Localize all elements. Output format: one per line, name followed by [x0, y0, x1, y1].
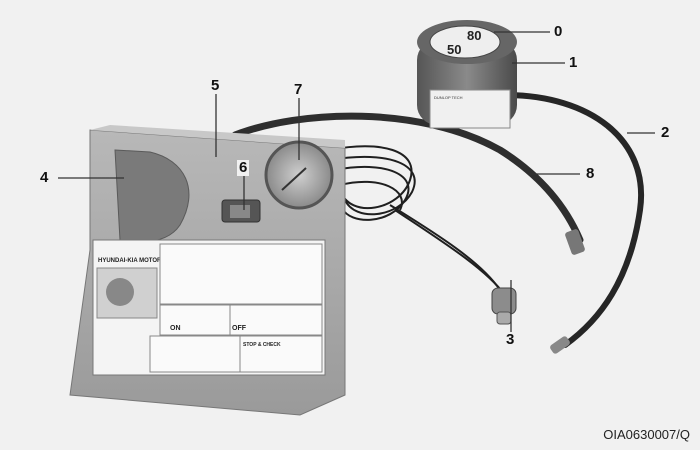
label-off-text: OFF — [232, 325, 247, 332]
callout-8: 8 — [584, 165, 597, 182]
callout-6: 6 — [237, 159, 250, 176]
air-hose — [231, 112, 584, 244]
sealant-bottle: 80 50 DUNLOP TECH — [417, 20, 517, 129]
air-hose-nozzle — [565, 229, 585, 255]
callout-1: 1 — [567, 54, 580, 71]
label-brand: HYUNDAI-KIA MOTORS — [98, 258, 165, 264]
callout-4: 4 — [38, 169, 51, 186]
callout-7: 7 — [292, 81, 305, 98]
sealant-bottle-cap — [429, 25, 501, 59]
power-cable-coil — [329, 145, 506, 296]
bottle-speed: 80 — [467, 28, 481, 43]
callout-2: 2 — [659, 124, 672, 141]
bottle-brand: DUNLOP TECH — [434, 95, 463, 100]
label-stop-text: STOP & CHECK — [243, 342, 281, 348]
label-on-text: ON — [170, 325, 181, 332]
filler-hose — [502, 92, 645, 348]
callout-0: 0 — [552, 23, 565, 40]
figure-code: OIA0630007/Q — [603, 427, 690, 442]
filler-hose-valve — [550, 336, 570, 354]
compressor-body: HYUNDAI-KIA MOTORS ON OFF STOP & CHECK — [69, 125, 346, 416]
bottle-distance: 50 — [447, 42, 461, 57]
callout-5: 5 — [209, 77, 222, 94]
power-connector-plug — [491, 287, 517, 325]
callout-3: 3 — [504, 331, 517, 348]
